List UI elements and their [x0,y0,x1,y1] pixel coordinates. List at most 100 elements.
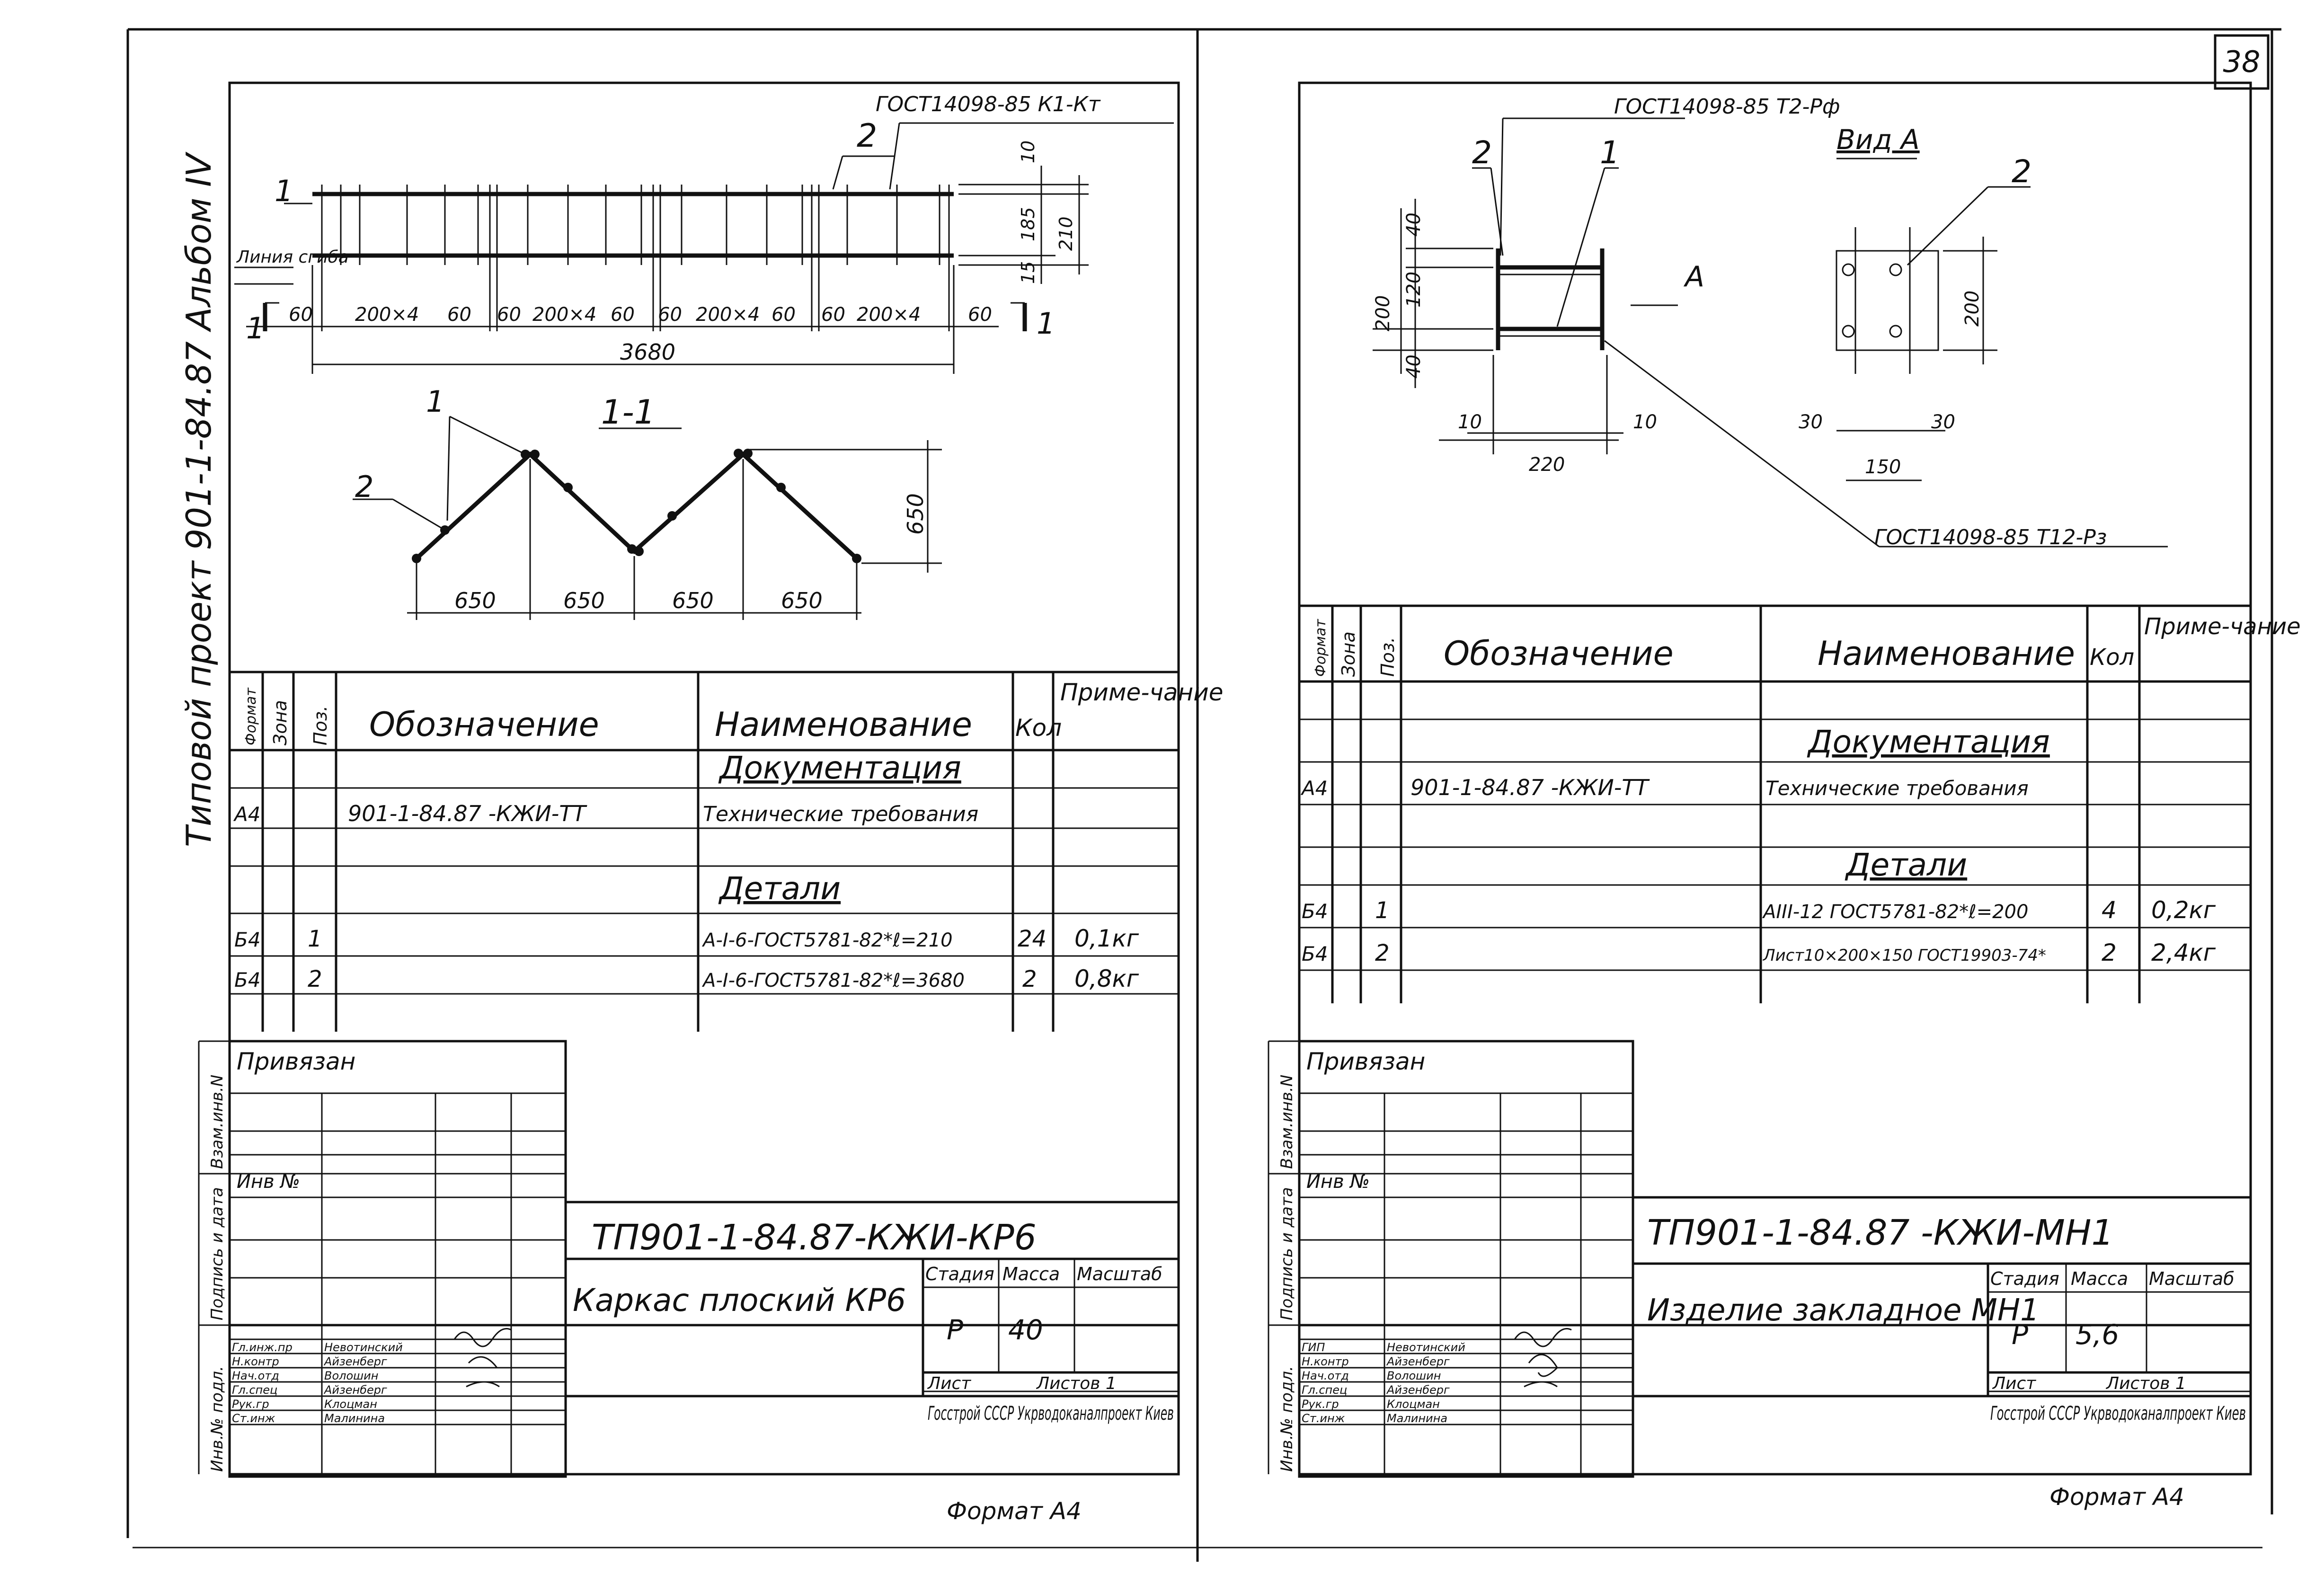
right-side-dims: 10 185 15 210 [1018,141,1076,284]
svg-text:Б4: Б4 [1302,900,1328,923]
bar-dims: 60 200×4 60 60 200×4 60 60 200×4 60 60 2… [289,304,992,326]
svg-text:30: 30 [1931,411,1955,433]
drawing-code: ТП901-1-84.87-КЖИ-КР6 [592,1217,1037,1258]
right-spec-rows: Документация А4 901-1-84.87 -КЖИ-ТТ Техн… [1300,724,2216,966]
svg-text:0,2кг: 0,2кг [2151,896,2216,924]
svg-text:150: 150 [1865,456,1901,478]
table-row: А-I-6-ГОСТ5781-82*ℓ=3680 [701,970,965,991]
svg-text:Наименование: Наименование [715,705,972,744]
svg-text:Клоцман: Клоцман [324,1398,377,1411]
svg-text:Рук.гр: Рук.гр [232,1398,269,1411]
gost-callout-t12: ГОСТ14098-85 Т12-Рз [1874,525,2107,549]
format-label: Формат А4 [947,1497,1082,1525]
svg-text:60: 60 [289,304,313,326]
svg-text:Ст.инж: Ст.инж [1302,1412,1345,1425]
svg-text:30: 30 [1799,411,1823,433]
table-row: Технические требования [703,802,978,826]
inv-label: Инв № [237,1171,300,1193]
svg-text:Инв.№ подл.: Инв.№ подл. [208,1366,227,1472]
svg-text:40: 40 [1008,1314,1043,1346]
svg-text:210: 210 [1056,216,1076,251]
outer-frame [126,28,2281,1562]
svg-text:Госстрой СССР Укрводоканалпрое: Госстрой СССР Укрводоканалпроект Киев [928,1403,1174,1425]
signature-marks [453,1328,1572,1388]
inv-label: Инв № [1306,1171,1370,1193]
svg-text:901-1-84.87 -КЖИ-ТТ: 901-1-84.87 -КЖИ-ТТ [348,801,587,826]
table-row: АIII-12 ГОСТ5781-82*ℓ=200 [1762,901,2028,923]
total-length-dim: 3680 [620,339,675,365]
svg-text:185: 185 [1018,207,1038,241]
view-arrow-label: A [1683,260,1704,293]
svg-text:650: 650 [672,588,714,613]
svg-text:5,6: 5,6 [2076,1319,2119,1351]
svg-text:0,1кг: 0,1кг [1074,925,1139,952]
right-frame [1298,81,2252,1476]
svg-text:Стадия: Стадия [925,1264,994,1284]
svg-text:Н.контр: Н.контр [1302,1355,1349,1368]
left-frame [228,81,1180,1476]
svg-text:Масштаб: Масштаб [1077,1264,1162,1284]
bound-label: Привязан [237,1048,355,1075]
svg-text:200: 200 [1961,291,1983,327]
svg-text:Б4: Б4 [234,968,261,991]
left-spec-table [230,671,1179,1032]
note-header: Приме-чание [1060,679,1223,706]
svg-text:А4: А4 [1300,777,1328,800]
svg-text:Формат: Формат [1313,619,1329,677]
svg-text:1: 1 [1375,897,1390,924]
view-pos2-label: 2 [2012,153,2031,190]
svg-text:Лист: Лист [927,1374,971,1393]
svg-text:Обозначение: Обозначение [1444,634,1674,673]
album-title: Типовой проект 901-1-84.87 Альбом IV [179,151,219,847]
svg-text:Госстрой СССР Укрводоканалпрое: Госстрой СССР Укрводоканалпроект Киев [1990,1403,2246,1425]
svg-text:60: 60 [497,304,521,326]
svg-text:15: 15 [1018,261,1038,284]
svg-text:Зона: Зона [1338,631,1359,677]
svg-text:Масса: Масса [1002,1264,1060,1284]
svg-text:Нач.отд: Нач.отд [232,1369,279,1382]
svg-text:Волошин: Волошин [324,1369,378,1382]
svg-text:Поз.: Поз. [1377,637,1398,677]
svg-text:60: 60 [772,304,796,326]
svg-text:4: 4 [2102,896,2117,924]
svg-text:0,8кг: 0,8кг [1074,965,1139,992]
view-a-title: Вид А [1836,124,1920,156]
svg-text:Взам.инв.N: Взам.инв.N [208,1075,227,1169]
svg-text:Клоцман: Клоцман [1387,1398,1440,1411]
section-title-1-1: 1-1 [601,393,655,432]
svg-text:220: 220 [1529,454,1565,476]
svg-text:ГИП: ГИП [1302,1341,1325,1354]
svg-text:Стадия: Стадия [1990,1268,2059,1289]
svg-text:Инв.№ подл.: Инв.№ подл. [1277,1366,1296,1472]
svg-text:Ст.инж: Ст.инж [232,1412,275,1425]
svg-text:60: 60 [658,304,682,326]
right-stamp [1268,1040,2251,1478]
svg-text:Р: Р [2012,1319,2028,1351]
svg-text:Волошин: Волошин [1387,1369,1441,1382]
right-spec-headers: Формат Зона Поз. Обозначение Наименовани… [1313,613,2301,677]
svg-text:Невотинский: Невотинский [1387,1341,1465,1354]
svg-text:24: 24 [1018,926,1047,952]
svg-text:Айзенберг: Айзенберг [323,1355,387,1368]
svg-text:10: 10 [1018,141,1038,163]
svg-text:60: 60 [447,304,471,326]
svg-text:60: 60 [821,304,845,326]
svg-text:2: 2 [1375,940,1390,966]
sheet-number: 38 [2223,44,2261,79]
table-row: Документация [1807,724,2050,760]
svg-text:901-1-84.87 -КЖИ-ТТ: 901-1-84.87 -КЖИ-ТТ [1410,775,1650,800]
svg-text:Масса: Масса [2071,1268,2128,1289]
svg-text:Взам.инв.N: Взам.инв.N [1277,1075,1296,1169]
section-mark-right: 1 [1037,306,1055,341]
bound-label: Привязан [1306,1048,1425,1075]
drawing-code: ТП901-1-84.87 -КЖИ-МН1 [1647,1212,2114,1253]
svg-text:2: 2 [1022,966,1037,992]
svg-text:200: 200 [1372,295,1394,331]
svg-text:Листов 1: Листов 1 [2105,1374,2186,1393]
table-row: Технические требования [1765,777,2029,800]
right-stamp-text: Привязан Инв № Взам.инв.N Подпись и дата… [1277,1048,2246,1511]
svg-text:Формат: Формат [243,687,259,745]
svg-text:А4: А4 [233,803,260,826]
svg-text:Подпись и дата: Подпись и дата [1277,1187,1296,1320]
gost-callout-t2: ГОСТ14098-85 Т2-Рф [1614,95,1840,119]
